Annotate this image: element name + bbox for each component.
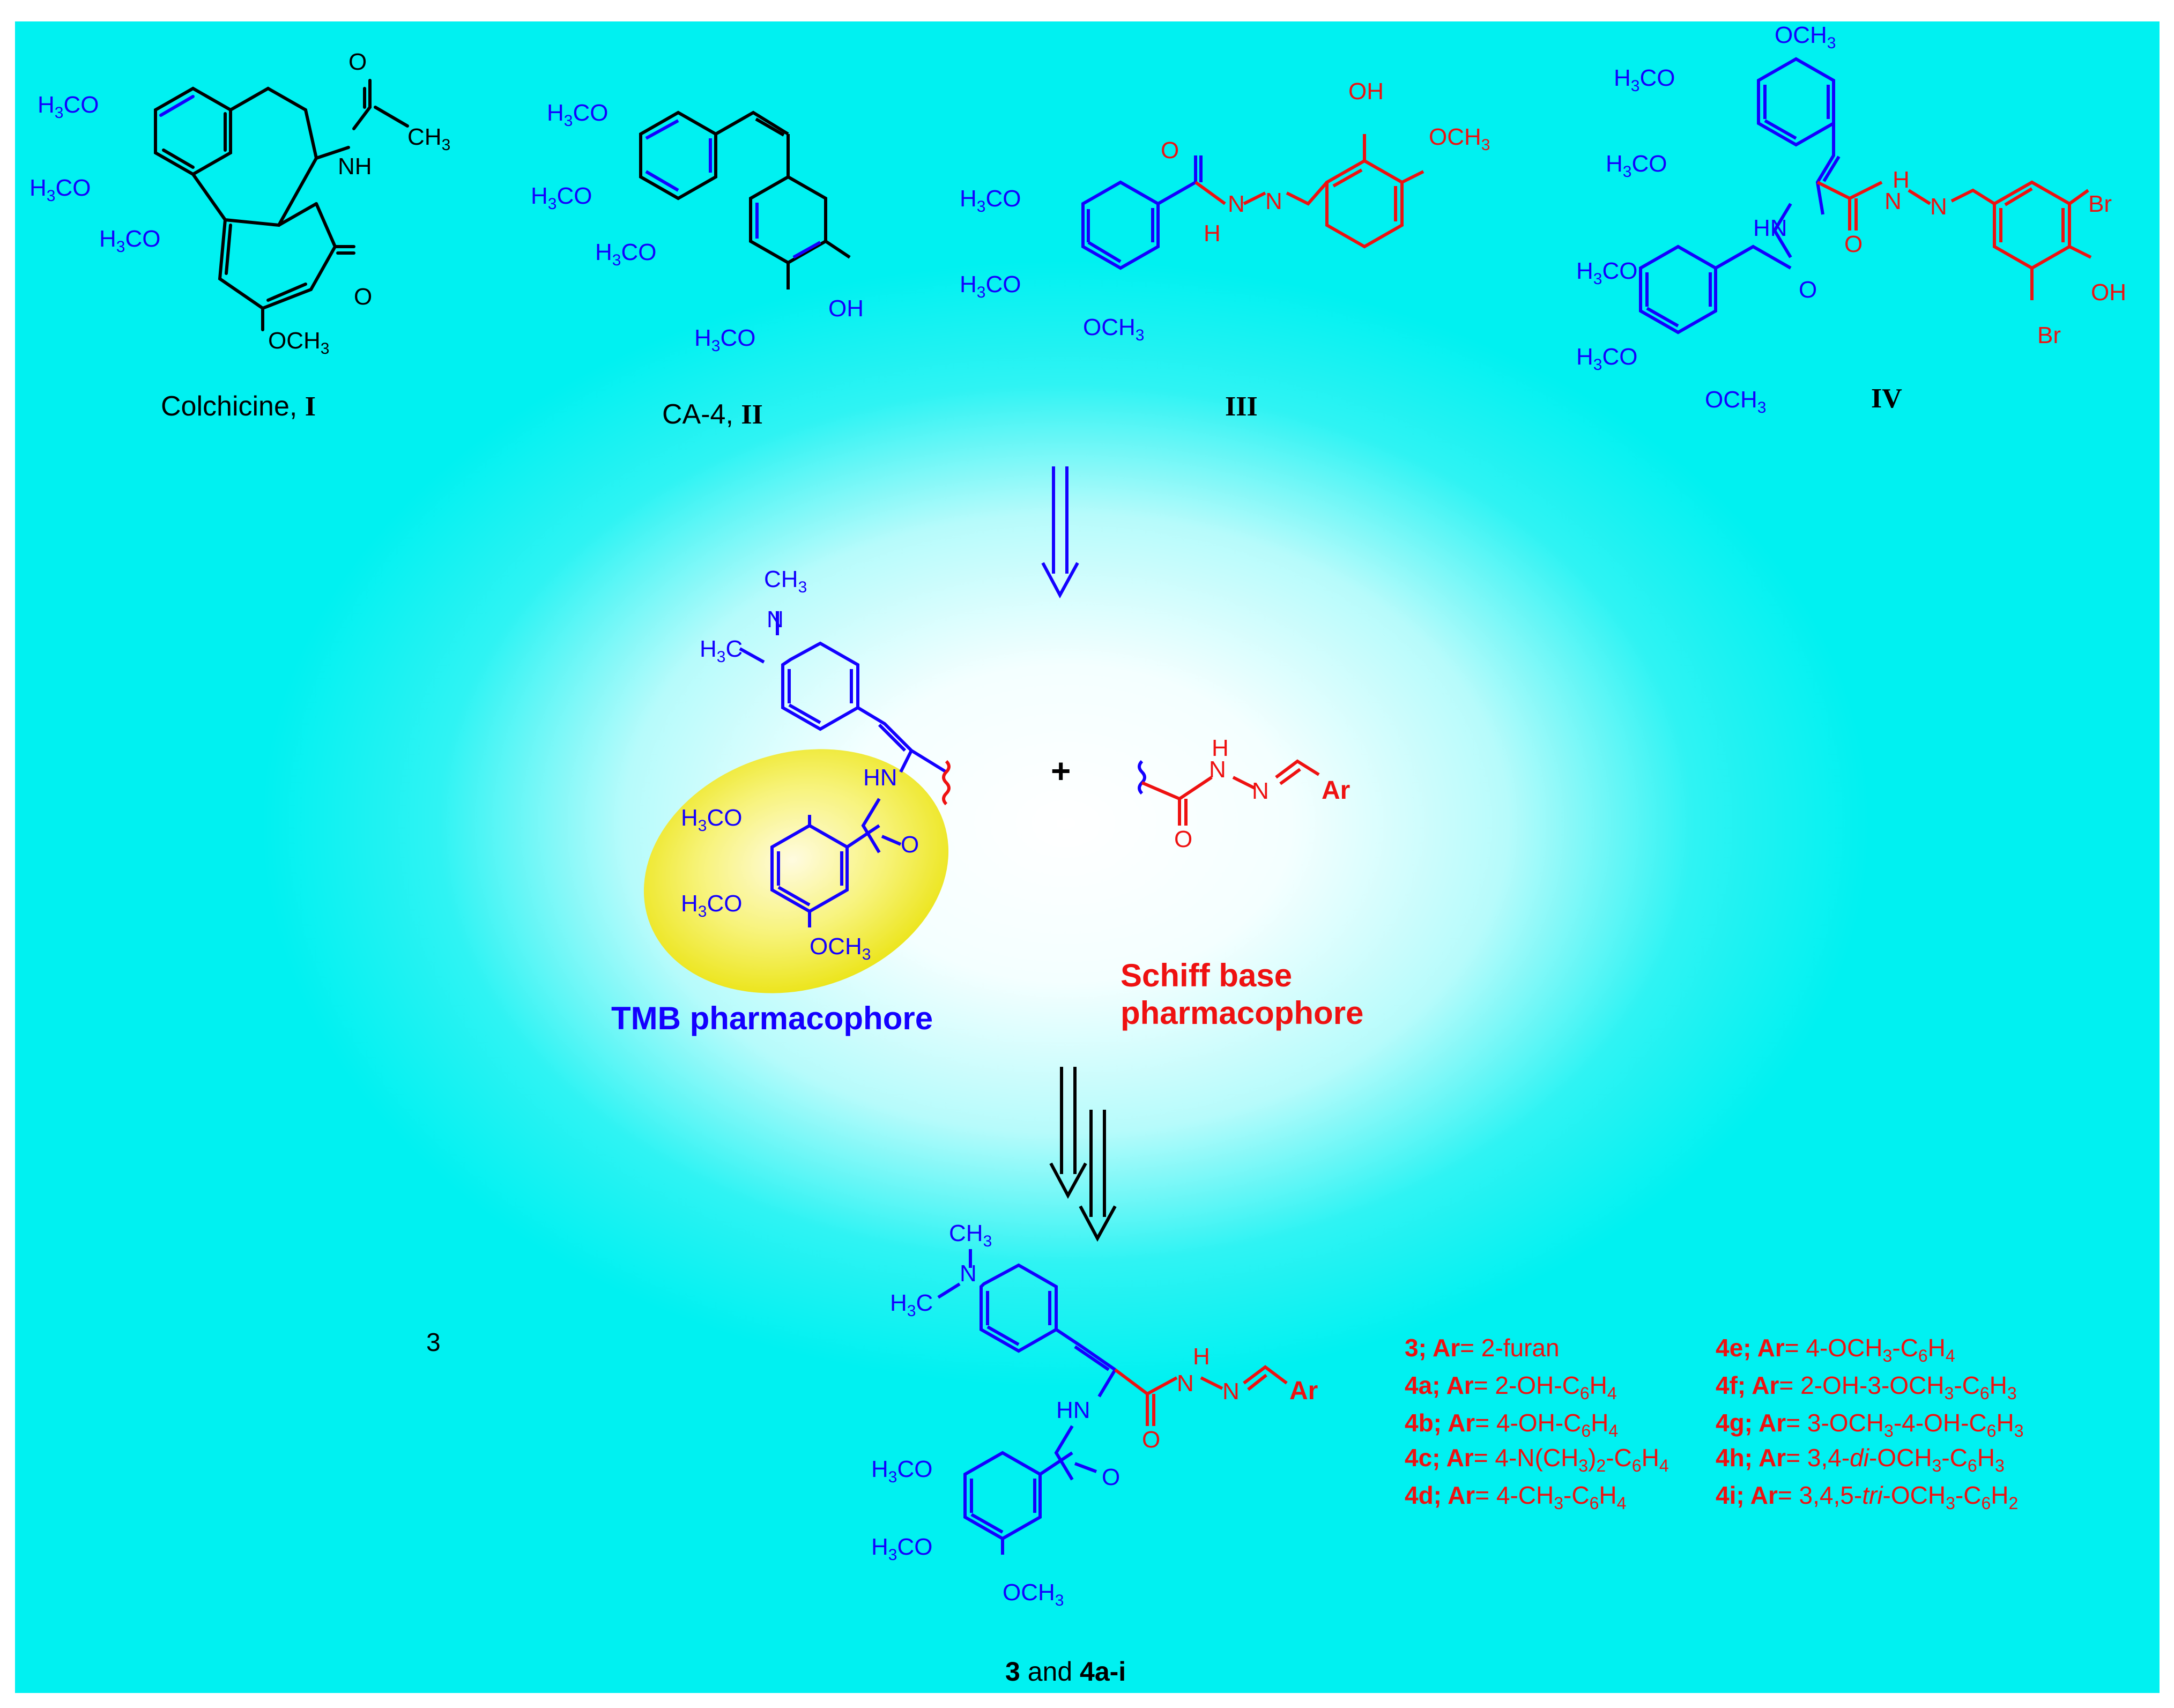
product-hn: HN: [1056, 1397, 1090, 1423]
substituent-row: 4b; Ar= 4-OH-C6H4: [1405, 1409, 1618, 1440]
colchicine-h3co-2: H3CO: [29, 175, 91, 205]
tmb-h3c: H3C: [700, 636, 743, 666]
tmb-hn: HN: [863, 764, 897, 791]
iii-h3co-2: H3CO: [960, 271, 1021, 301]
compound-iii-structure: [1081, 134, 1424, 270]
product-amide-o: O: [1102, 1464, 1120, 1490]
iv-och3-bottom: OCH3: [1705, 387, 1766, 417]
tmb-wavy-bond: [942, 760, 951, 806]
iv-h3co-4: H3CO: [1576, 344, 1637, 374]
figure-background: [15, 21, 2160, 1693]
colchicine-carbonyl-o: O: [348, 49, 367, 75]
synthesis-arrow-2: [1049, 1067, 1117, 1242]
product-h: H: [1193, 1343, 1210, 1370]
tmb-n: N: [767, 606, 784, 633]
ca4-caption: CA-4, II: [662, 399, 763, 430]
plus-sign: +: [1051, 752, 1071, 790]
colchicine-structure: [154, 79, 409, 331]
iii-carbonyl-o: O: [1161, 137, 1179, 164]
product-n2: N: [1222, 1378, 1240, 1405]
iv-oh: OH: [2091, 279, 2126, 306]
iii-n1: N: [1228, 191, 1245, 217]
iv-carbonyl-o: O: [1844, 231, 1863, 257]
substituent-row: 4i; Ar= 3,4,5-tri-OCH3-C6H2: [1716, 1481, 2018, 1513]
tmb-h3co-1: H3CO: [681, 805, 742, 835]
iii-h: H: [1204, 220, 1221, 247]
ca4-oh: OH: [828, 295, 864, 322]
substituent-row: 3; Ar= 2-furan: [1405, 1334, 1560, 1362]
iii-caption: III: [1225, 391, 1258, 422]
colchicine-h3co-3: H3CO: [99, 226, 160, 256]
product-ch3: CH3: [949, 1220, 992, 1250]
iv-hn: HN: [1753, 215, 1787, 241]
tmb-h3co-2: H3CO: [681, 890, 742, 920]
substituent-row: 4g; Ar= 3-OCH3-4-OH-C6H3: [1716, 1409, 2023, 1440]
iii-oh: OH: [1348, 78, 1384, 105]
iii-n2: N: [1265, 188, 1282, 214]
iv-br-2: Br: [2037, 322, 2061, 348]
ca4-h3co-1: H3CO: [547, 100, 608, 130]
iii-och3: OCH3: [1429, 124, 1490, 154]
product-n: N: [960, 1260, 977, 1287]
retrosynthesis-arrow-1: [1041, 466, 1079, 599]
compound-iv-structure: [1639, 57, 2092, 335]
product-och3: OCH3: [1003, 1579, 1064, 1609]
iv-caption: IV: [1871, 383, 1902, 414]
schiff-n1: N: [1209, 756, 1226, 783]
tmb-ch3-top: CH3: [764, 566, 807, 596]
tmb-och3: OCH3: [810, 933, 871, 963]
product-h3co-1: H3CO: [871, 1456, 932, 1486]
colchicine-nh: NH: [338, 153, 372, 180]
substituent-row: 4a; Ar= 2-OH-C6H4: [1405, 1371, 1617, 1403]
substituent-row: 4d; Ar= 4-CH3-C6H4: [1405, 1481, 1626, 1513]
schiff-ar: Ar: [1322, 776, 1350, 805]
schiff-label-line2: pharmacophore: [1121, 995, 1363, 1031]
product-n1: N: [1177, 1370, 1194, 1397]
iv-h3co-2: H3CO: [1606, 151, 1667, 181]
product-h3c: H3C: [890, 1290, 933, 1320]
tmb-amide-o: O: [901, 831, 919, 858]
product-structure: [937, 1249, 1288, 1555]
substituent-row: 4e; Ar= 4-OCH3-C6H4: [1716, 1334, 1955, 1365]
product-carbonyl-o: O: [1142, 1427, 1160, 1453]
stray-label-3: 3: [426, 1328, 441, 1357]
schiff-label-line1: Schiff base: [1121, 957, 1292, 993]
iii-och3-b: OCH3: [1083, 314, 1144, 344]
ca4-h3co-2: H3CO: [531, 183, 592, 213]
ca4-structure: [639, 110, 851, 289]
product-h3co-2: H3CO: [871, 1534, 932, 1564]
iii-h3co-1: H3CO: [960, 185, 1021, 216]
ca4-h3co-3: H3CO: [595, 239, 656, 269]
schiff-n2: N: [1252, 778, 1269, 804]
colchicine-caption: Colchicine, I: [161, 391, 316, 422]
iv-n1: N: [1884, 188, 1902, 214]
product-caption: 3 and 4a-i: [1005, 1657, 1126, 1687]
iv-h3co-3: H3CO: [1576, 258, 1637, 288]
tmb-fragment-structure: [739, 611, 947, 927]
iv-n2: N: [1930, 194, 1947, 220]
substituent-table: 3; Ar= 2-furan 4a; Ar= 2-OH-C6H4 4b; Ar= 4…: [1405, 1334, 2023, 1513]
colchicine-och3: OCH3: [268, 328, 329, 358]
iv-h: H: [1893, 167, 1910, 193]
iv-br-1: Br: [2088, 191, 2112, 217]
substituent-row: 4f; Ar= 2-OH-3-OCH3-C6H3: [1716, 1371, 2017, 1403]
schiff-fragment-structure: [1141, 759, 1320, 826]
colchicine-h3co-1: H3CO: [38, 92, 99, 122]
tmb-pharmacophore-label: TMB pharmacophore: [611, 1000, 933, 1036]
substituent-row: 4h; Ar= 3,4-di-OCH3-C6H3: [1716, 1444, 2005, 1475]
product-ar: Ar: [1289, 1377, 1318, 1405]
schiff-h: H: [1212, 735, 1229, 761]
substituent-row: 4c; Ar= 4-N(CH3)2-C6H4: [1405, 1444, 1669, 1475]
schiff-o: O: [1174, 826, 1192, 852]
colchicine-ch3: CH3: [407, 124, 450, 154]
iv-h3co-1: H3CO: [1614, 65, 1675, 95]
schiff-wavy-bond: [1138, 760, 1146, 795]
colchicine-ketone-o: O: [354, 284, 372, 310]
ca4-h3co-4: H3CO: [694, 325, 755, 355]
iv-och3-top: OCH3: [1775, 22, 1836, 52]
iv-amide-o: O: [1799, 277, 1817, 303]
